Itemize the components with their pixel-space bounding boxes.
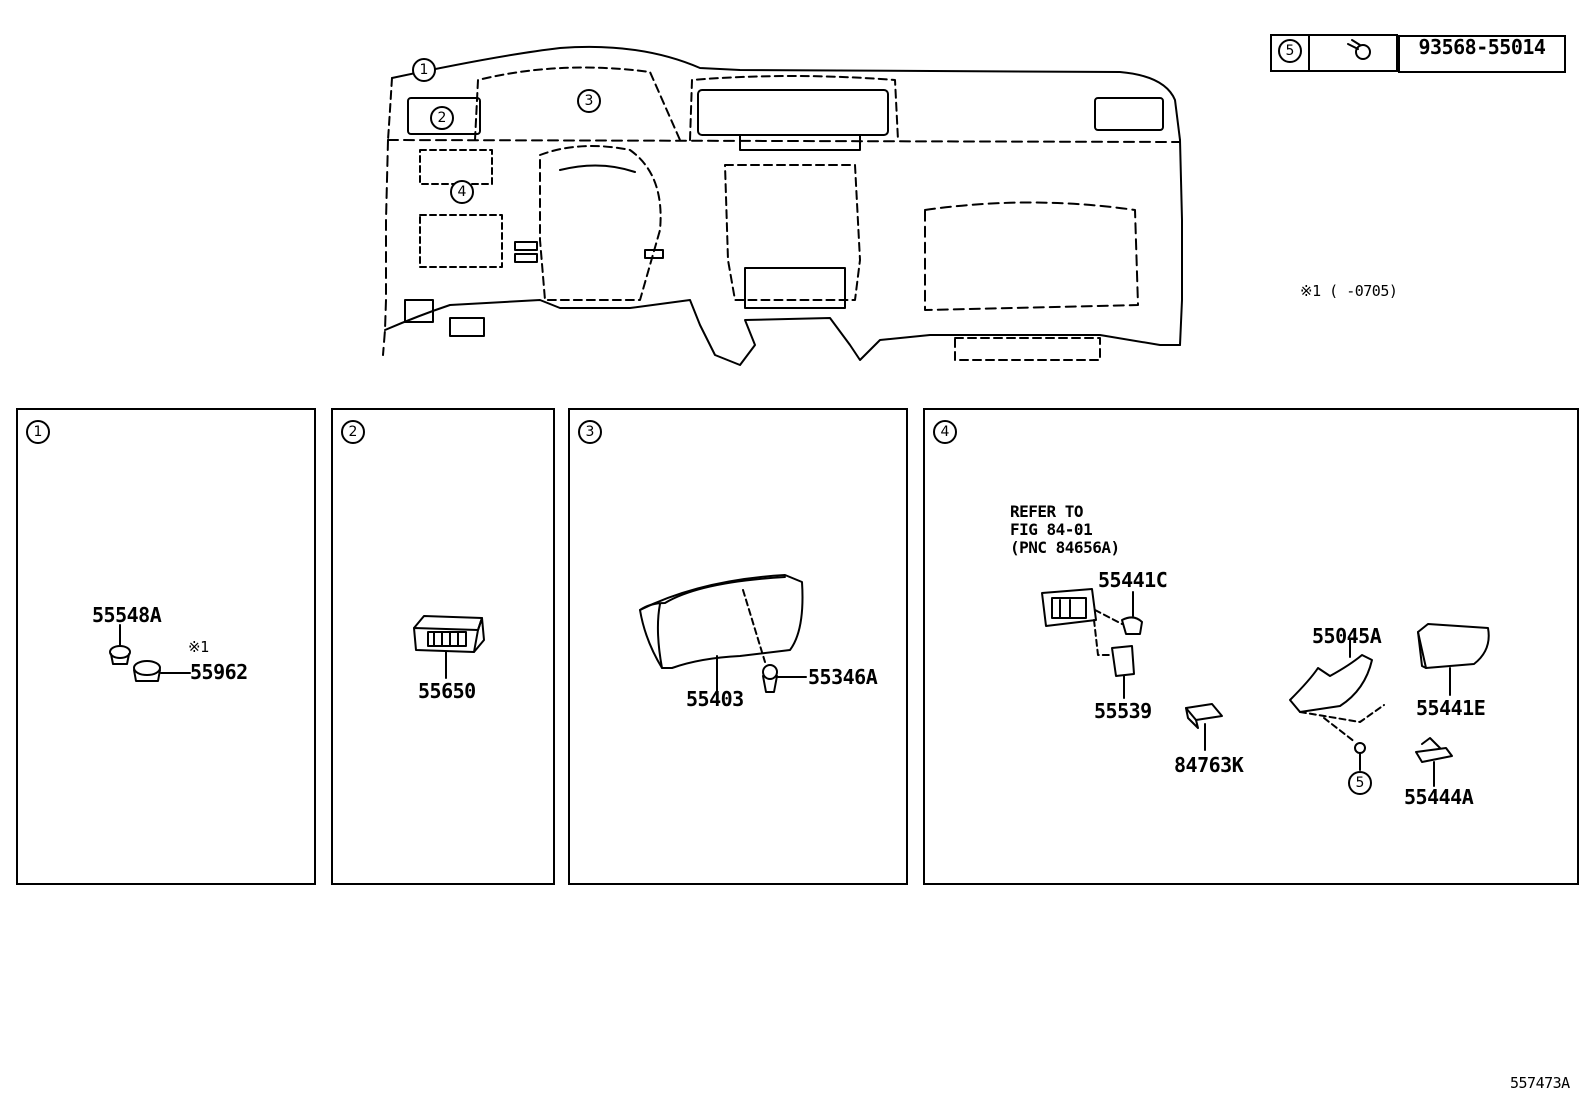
- part-55441C-drawing: [1121, 591, 1143, 635]
- overview-callout-2: 2: [430, 106, 454, 130]
- panel-4-callout: 4: [933, 420, 957, 444]
- part-55962-drawing: [133, 660, 191, 682]
- refer-to-note: REFER TO FIG 84-01 (PNC 84656A): [1010, 502, 1120, 557]
- overview-callout-4: 4: [450, 180, 474, 204]
- part-label-55650: 55650: [418, 679, 476, 703]
- fastener-callout: 5: [1278, 39, 1302, 63]
- part-55444A-drawing: [1415, 737, 1453, 787]
- panel-2-callout: 2: [341, 420, 365, 444]
- overview-callout-1: 1: [412, 58, 436, 82]
- part-55441E-drawing: [1417, 623, 1490, 696]
- panel-1-callout: 1: [26, 420, 50, 444]
- model-year-note: ※1 ( -0705): [1300, 282, 1398, 300]
- part-label-55962: 55962: [190, 660, 248, 684]
- panel-1: 1: [16, 408, 316, 885]
- part-55539-drawing: [1111, 645, 1135, 699]
- panel-4-fastener-callout: 5: [1348, 771, 1372, 795]
- part-label-55539: 55539: [1094, 699, 1152, 723]
- fastener-table: 5 93568-55014: [1270, 34, 1566, 73]
- part-55403-drawing: [639, 574, 804, 693]
- part-label-55444A: 55444A: [1404, 785, 1474, 809]
- model-note-mark: ※1: [188, 638, 209, 656]
- part-label-55346A: 55346A: [808, 665, 878, 689]
- instrument-panel-overview: [382, 45, 1183, 366]
- part-84763K-drawing: [1185, 703, 1223, 751]
- panel-3: 3: [568, 408, 908, 885]
- part-label-55548A: 55548A: [92, 603, 162, 627]
- fastener-part-number: 93568-55014: [1398, 35, 1566, 73]
- panel-4: 4: [923, 408, 1579, 885]
- panel-2: 2: [331, 408, 555, 885]
- part-label-55403: 55403: [686, 687, 744, 711]
- part-label-55441C: 55441C: [1098, 568, 1168, 592]
- part-55650-drawing: [413, 615, 485, 679]
- part-55045A-drawing: [1289, 639, 1385, 743]
- overview-callout-3: 3: [577, 89, 601, 113]
- part-label-55441E: 55441E: [1416, 696, 1486, 720]
- part-55346A-drawing: [762, 664, 807, 693]
- part-5-screw-drawing: [1354, 742, 1366, 771]
- part-84656A-drawing: [1041, 588, 1123, 656]
- screw-icon: [1308, 34, 1398, 72]
- figure-id: 557473A: [1510, 1074, 1570, 1092]
- part-label-55045A: 55045A: [1312, 624, 1382, 648]
- panel-3-callout: 3: [578, 420, 602, 444]
- part-label-84763K: 84763K: [1174, 753, 1244, 777]
- part-55548A-drawing: [109, 624, 131, 665]
